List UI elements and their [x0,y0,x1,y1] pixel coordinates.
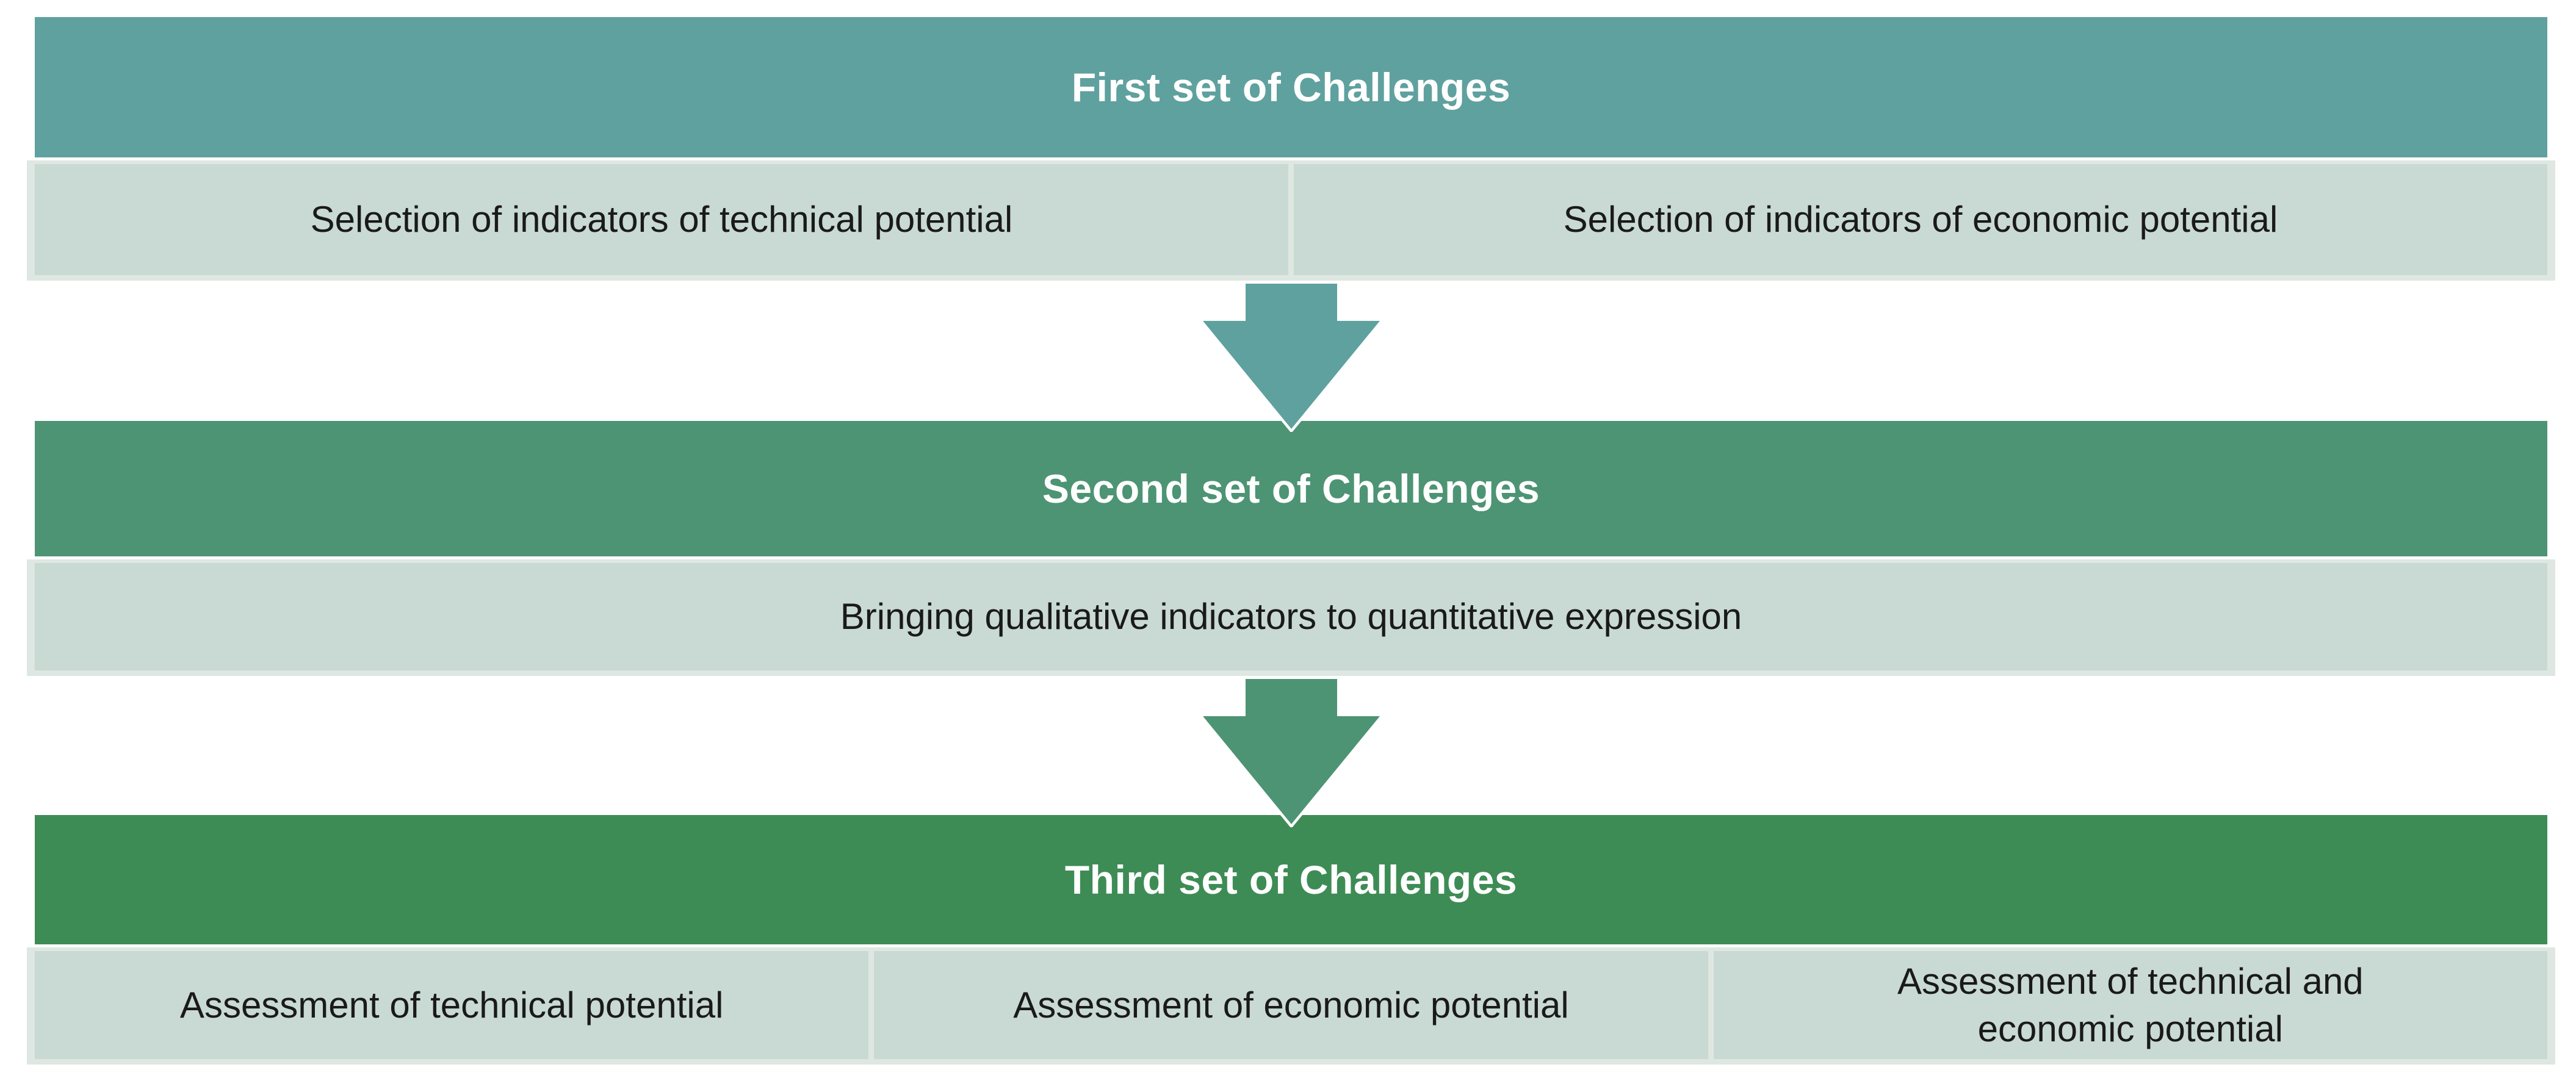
second-set-header: Second set of Challenges [35,421,2547,556]
first-set-title: First set of Challenges [1071,65,1511,110]
third-set-cells-row: Assessment of technical potential Assess… [27,947,2555,1065]
down-arrow-icon [1199,676,1383,827]
qualitative-to-quantitative-cell: Bringing qualitative indicators to quant… [35,563,2547,670]
economic-indicators-cell: Selection of indicators of economic pote… [1294,164,2547,275]
third-set-title: Third set of Challenges [1064,857,1518,902]
technical-assessment-label: Assessment of technical potential [179,984,724,1025]
down-arrow-icon [1199,281,1383,432]
first-set-header: First set of Challenges [35,17,2547,157]
challenges-flow-diagram: First set of Challenges Selection of ind… [27,17,2555,1065]
economic-assessment-label: Assessment of economic potential [1013,984,1569,1025]
economic-assessment-cell: Assessment of economic potential [874,951,1708,1059]
economic-indicators-label: Selection of indicators of economic pote… [1563,199,2278,240]
qualitative-to-quantitative-label: Bringing qualitative indicators to quant… [840,596,1742,637]
technical-and-economic-assessment-label: Assessment of technical and economic pot… [1897,960,2364,1049]
technical-assessment-cell: Assessment of technical potential [35,951,869,1059]
technical-and-economic-assessment-cell: Assessment of technical and economic pot… [1713,951,2547,1059]
technical-indicators-label: Selection of indicators of technical pot… [310,199,1013,240]
second-set-cells-row: Bringing qualitative indicators to quant… [27,559,2555,676]
second-set-title: Second set of Challenges [1042,466,1540,511]
third-set-header: Third set of Challenges [35,815,2547,944]
technical-indicators-cell: Selection of indicators of technical pot… [35,164,1288,275]
first-set-cells-row: Selection of indicators of technical pot… [27,160,2555,281]
